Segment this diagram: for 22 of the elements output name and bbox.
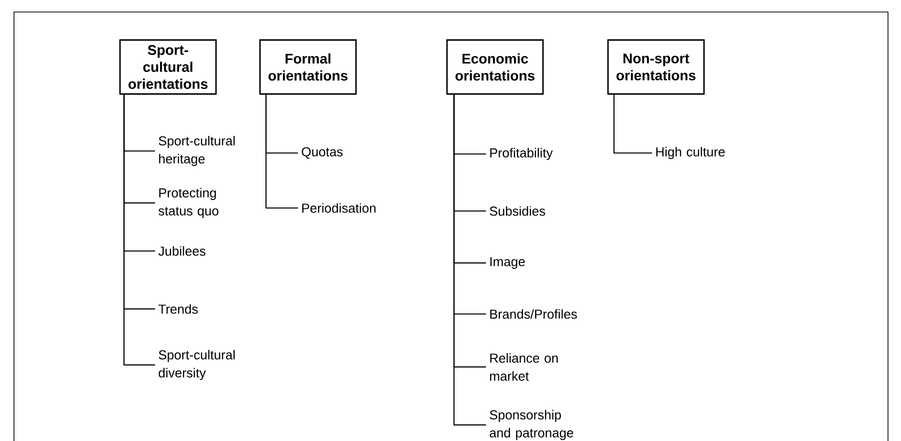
item-label: Profitability bbox=[490, 148, 553, 160]
category-box: Non-sport orientations bbox=[607, 39, 705, 95]
item-label: High culture bbox=[656, 146, 725, 160]
item-label: Quotas bbox=[302, 147, 343, 159]
item-label: Subsidies bbox=[490, 206, 546, 216]
item-label: Reliance on market bbox=[490, 353, 558, 381]
item-label: Trends bbox=[158, 304, 198, 314]
item-label: Jubilees bbox=[158, 246, 206, 256]
item-label: Periodisation bbox=[302, 203, 376, 213]
item-label: Sport-cultural heritage bbox=[158, 136, 235, 166]
item-label: Protecting status quo bbox=[158, 188, 218, 218]
item-label: Sponsorship and patronage bbox=[490, 410, 574, 440]
category-box: Sport-cultural orientations bbox=[119, 39, 217, 95]
connector bbox=[613, 94, 652, 154]
category-box: Economic orientations bbox=[446, 39, 544, 95]
item-label: Image bbox=[490, 257, 525, 269]
category-box: Formal orientations bbox=[259, 39, 357, 95]
connector bbox=[123, 94, 155, 366]
connector bbox=[453, 94, 486, 426]
connector bbox=[265, 94, 298, 209]
item-label: Sport-cultural diversity bbox=[158, 350, 235, 380]
item-label: Brands/Profiles bbox=[490, 309, 577, 319]
